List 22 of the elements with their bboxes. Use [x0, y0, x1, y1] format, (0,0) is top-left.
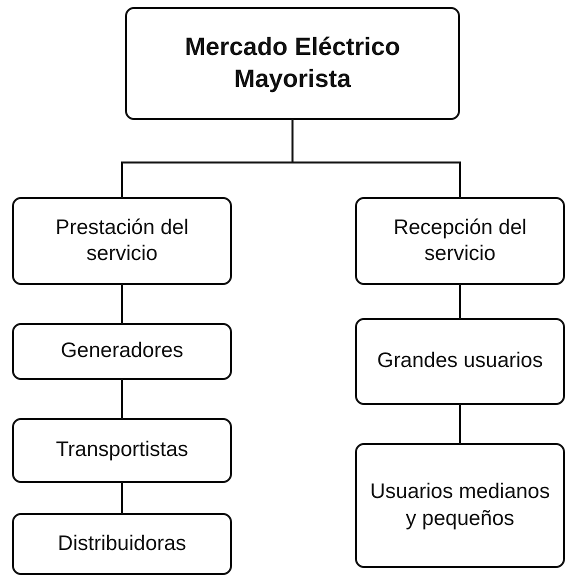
box-label: Usuarios medianos y pequeños	[369, 479, 551, 532]
box-label: Generadores	[60, 338, 184, 364]
box-label: Grandes usuarios	[376, 348, 544, 374]
org-box	[12, 513, 232, 575]
box-label: Distribuidoras	[56, 530, 188, 557]
org-box	[12, 197, 232, 285]
box-label: Transportistas	[54, 437, 190, 464]
box-label: Prestación del servicio	[54, 214, 190, 267]
connector-line	[292, 120, 461, 197]
box-label: Recepción del servicio	[392, 214, 528, 267]
org-box	[12, 323, 232, 380]
connector-line	[459, 285, 461, 318]
connector-line	[459, 405, 461, 443]
box-label: Mercado Eléctrico Mayorista	[184, 32, 402, 94]
connector-line	[121, 380, 123, 418]
connector-line	[121, 483, 123, 513]
org-box	[355, 443, 565, 568]
connector-line	[121, 285, 123, 323]
org-box	[12, 418, 232, 483]
org-box	[355, 197, 565, 285]
org-box	[355, 318, 565, 405]
org-box	[125, 7, 460, 120]
